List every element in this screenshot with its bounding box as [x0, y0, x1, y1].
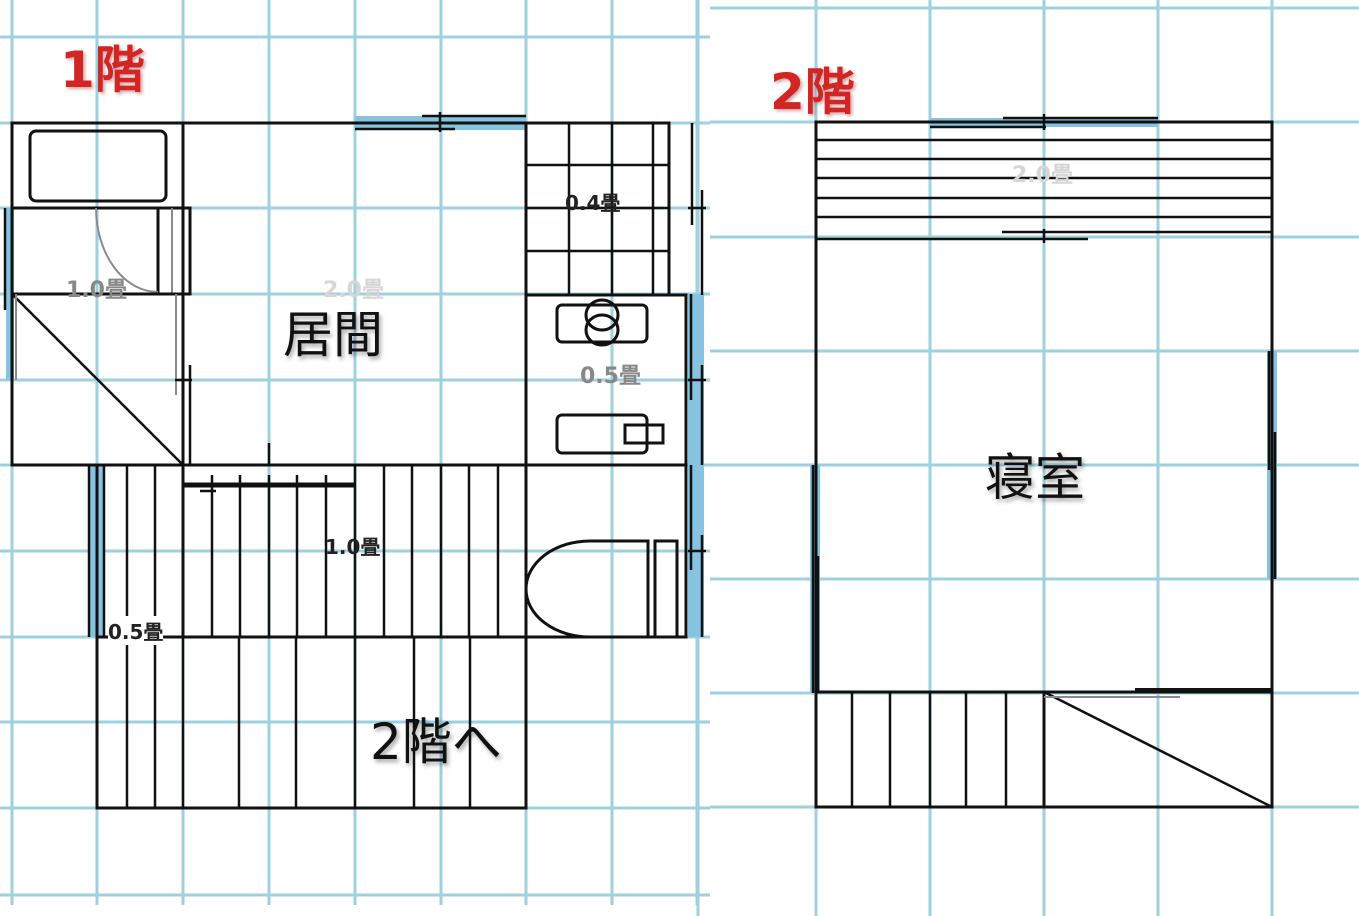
floor-1-title: 1階 — [60, 41, 145, 99]
window — [6, 208, 14, 380]
floor-1-plan — [3, 112, 706, 810]
living-room-name: 居間 — [283, 306, 383, 364]
living-room-area: 2.0畳 — [323, 278, 384, 303]
stairs-floor-1 — [95, 635, 528, 810]
floor-2-plan — [810, 114, 1277, 809]
washroom-area: 0.5畳 — [580, 364, 641, 389]
stairs-label: 2階へ — [370, 713, 502, 771]
hall-area: 1.0畳 — [325, 535, 381, 559]
loft-area: 2.0畳 — [1012, 163, 1073, 188]
floor-2-title: 2階 — [770, 63, 855, 121]
closet-area: 0.4畳 — [565, 191, 621, 215]
bedroom-name: 寝室 — [985, 449, 1085, 507]
bath-area: 1.0畳 — [66, 278, 127, 303]
storage-area: 0.5畳 — [108, 616, 164, 645]
